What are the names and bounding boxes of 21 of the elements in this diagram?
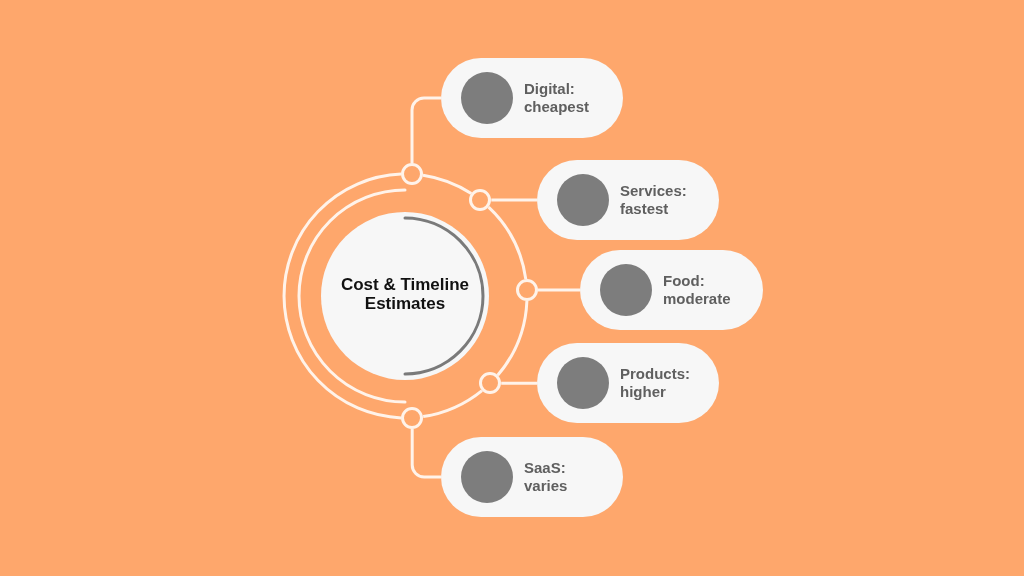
ring-arc [487, 206, 528, 280]
ring-arc [496, 300, 529, 377]
junction-dot [469, 189, 492, 211]
category-label: Digital: cheapest [524, 80, 590, 116]
hub-title: Cost & Timeline Estimates [339, 275, 471, 313]
category-label: Services: fastest [620, 182, 687, 218]
junction-dot [401, 163, 423, 186]
connector-line [501, 381, 537, 385]
junction-dot [515, 279, 538, 302]
category-label: Food: moderate [663, 272, 731, 308]
category-label: Products: higher [620, 365, 690, 401]
connector-line [491, 198, 537, 202]
ring-arc [422, 389, 483, 419]
category-label: SaaS: varies [524, 459, 568, 495]
connector-line [410, 428, 441, 479]
junction-dot [401, 406, 424, 429]
connector-line [537, 288, 580, 292]
ring-arc [422, 173, 473, 195]
junction-dot [479, 372, 502, 395]
ring-arc [282, 172, 402, 420]
connector-line [410, 96, 441, 164]
